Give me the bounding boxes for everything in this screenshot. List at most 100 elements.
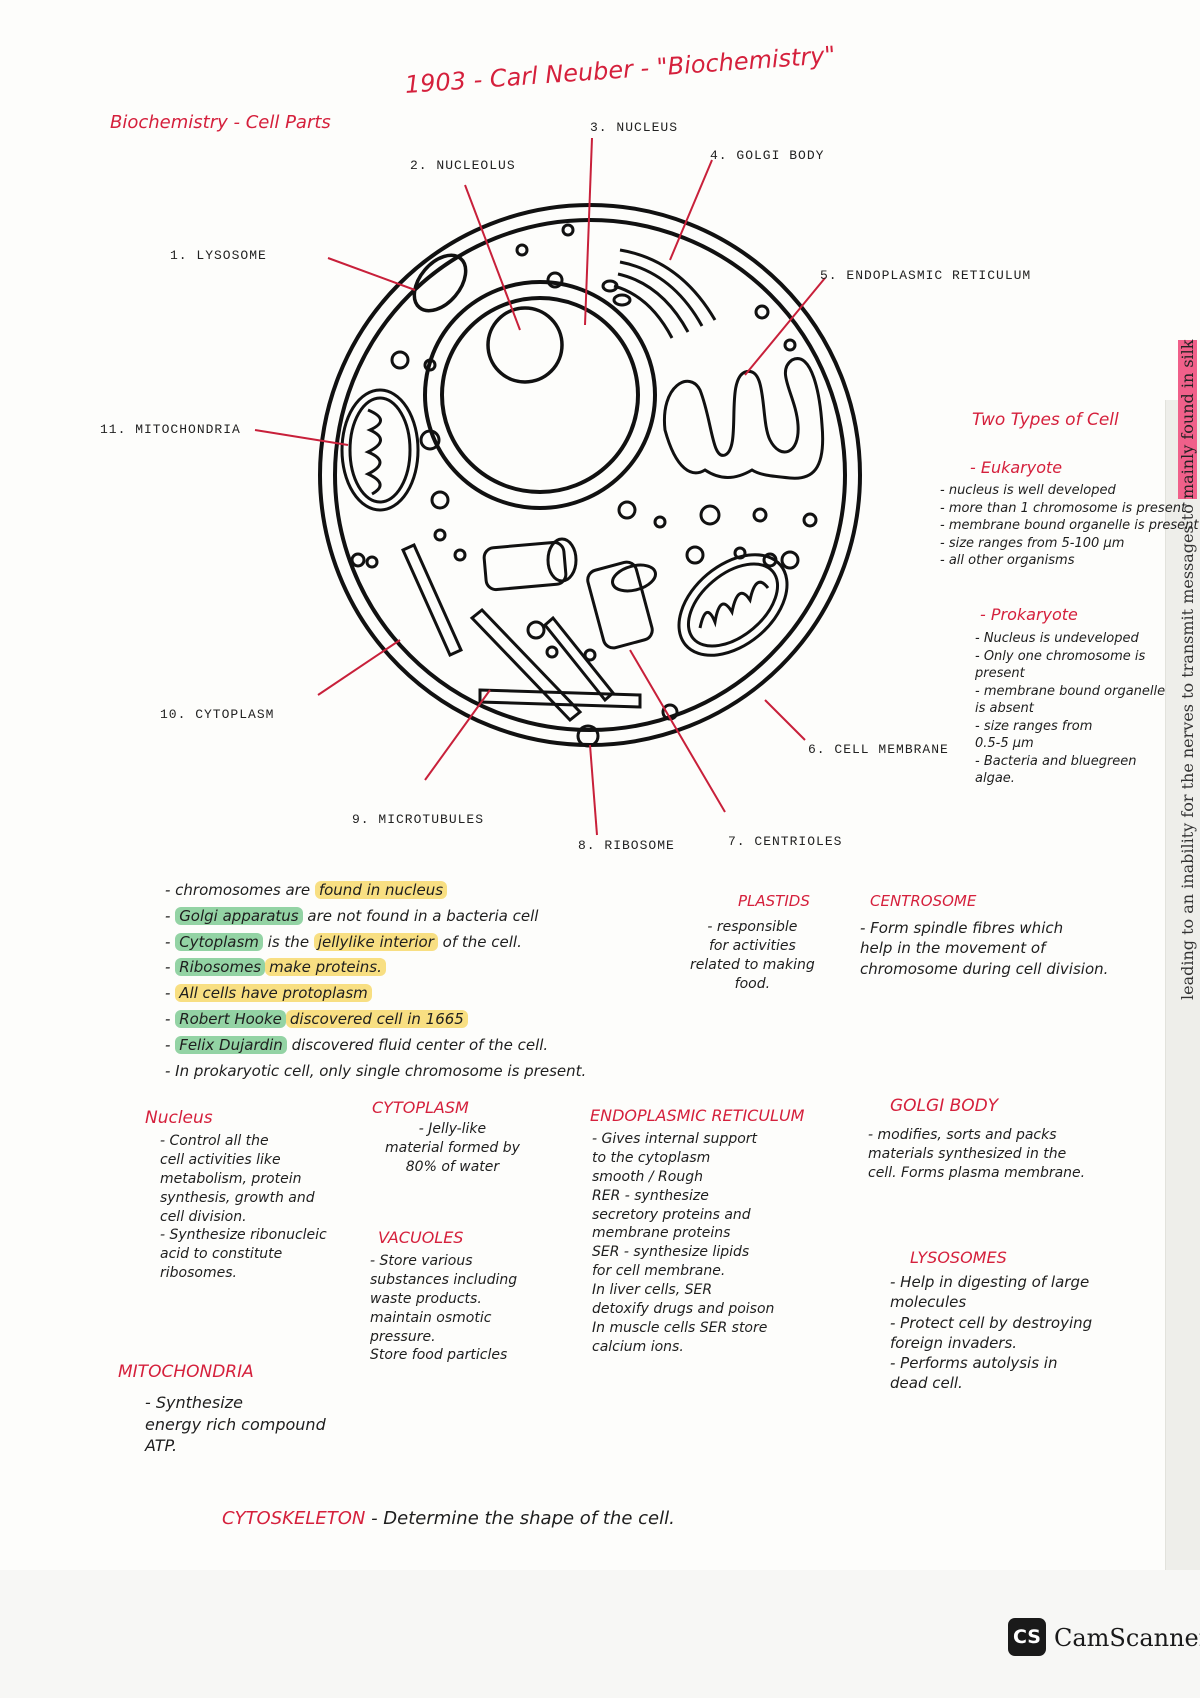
fact-item: - Golgi apparatus are not found in a bac… — [165, 904, 586, 930]
note-line: - Only one chromosome is — [975, 648, 1146, 664]
note-line: membrane proteins — [592, 1225, 731, 1242]
note-line: - Store various — [370, 1253, 473, 1269]
vacuoles-heading: VACUOLES — [378, 1228, 464, 1247]
facts-list: - chromosomes are found in nucleus - Golg… — [165, 878, 586, 1084]
fact-pre: - chromosomes — [165, 881, 281, 899]
plastids-text: - responsible for activities related to ma… — [690, 918, 815, 994]
note-line: - Gives internal support — [592, 1131, 758, 1147]
note-line: dead cell. — [890, 1374, 963, 1393]
fact-g: Cytoplasm — [175, 932, 263, 951]
note-line: secretory proteins and — [592, 1206, 751, 1223]
note-line: 80% of water — [405, 1158, 500, 1175]
fact-pre: - — [165, 984, 176, 1003]
note-line: for activities — [708, 937, 796, 954]
label-nucleus: 3. NUCLEUS — [590, 120, 679, 135]
note-line: help in the movement of — [860, 939, 1046, 958]
note-line: RER - synthesize — [592, 1187, 709, 1204]
fact-hl: found in nucleus — [314, 881, 448, 899]
label-endoplasmic-reticulum: 5. ENDOPLASMIC RETICULUM — [820, 268, 1032, 283]
mitochondria-heading: MITOCHONDRIA — [118, 1362, 254, 1382]
note-line: - Bacteria and bluegreen — [975, 753, 1137, 769]
fact-mid: are — [280, 881, 315, 899]
note-line: In liver cells, SER — [592, 1282, 713, 1299]
note-line: chromosome during cell division. — [860, 959, 1109, 978]
note-line: pressure. — [370, 1328, 436, 1345]
fact-pre: - — [165, 1009, 176, 1028]
label-golgi-body: 4. GOLGI BODY — [710, 148, 825, 163]
label-lysosome: 1. LYSOSOME — [170, 248, 267, 263]
note-line: substances including — [370, 1271, 518, 1288]
cytoskeleton-line: CYTOSKELETON - Determine the shape of th… — [222, 1508, 675, 1531]
label-cell-membrane: 6. CELL MEMBRANE — [808, 742, 949, 757]
note-line: - nucleus is well developed — [940, 483, 1116, 498]
centrioles — [482, 537, 657, 650]
note-line: molecules — [890, 1293, 967, 1312]
fact-hl: jellylike interior — [313, 932, 438, 951]
note-line: is absent — [975, 701, 1034, 717]
fact-g: Felix Dujardin — [175, 1035, 287, 1054]
scan-margin — [0, 1570, 1200, 1698]
fact-hl: discovered cell in 1665 — [285, 1009, 468, 1028]
note-line: food. — [734, 975, 771, 992]
fact-item: - Cytoplasm is the jellylike interior of… — [165, 930, 586, 956]
note-line: foreign invaders. — [890, 1333, 1018, 1352]
note-line: - size ranges from — [975, 718, 1093, 734]
fact-post: are not found in a bacteria cell — [302, 906, 539, 925]
note-line: - size ranges from 5-100 μm — [940, 535, 1125, 551]
note-line: calcium ions. — [592, 1338, 684, 1355]
note-line: - responsible — [707, 919, 798, 935]
fact-pre: - — [165, 958, 176, 977]
note-line: SER - synthesize lipids — [592, 1244, 750, 1261]
note-line: ATP. — [145, 1436, 178, 1456]
note-line: 0.5-5 μm — [975, 736, 1034, 752]
note-line: - Nucleus is undeveloped — [975, 631, 1139, 646]
fact-mid: is the — [262, 932, 314, 951]
centrosome-heading: CENTROSOME — [870, 892, 977, 910]
eukaryote-heading: - Eukaryote — [970, 458, 1063, 477]
note-line: waste products. — [370, 1290, 482, 1307]
note-line: cell. Forms plasma membrane. — [868, 1164, 1086, 1181]
er-heading: ENDOPLASMIC RETICULUM — [590, 1106, 805, 1125]
animal-cell-diagram — [254, 137, 862, 836]
note-line: cell activities like — [160, 1151, 281, 1168]
note-line: - Jelly-like — [418, 1121, 487, 1137]
note-line: maintain osmotic — [370, 1309, 492, 1326]
label-microtubules: 9. MICROTUBULES — [352, 812, 485, 827]
fact-post: of the cell. — [437, 932, 522, 951]
fact-pre: - — [165, 1035, 176, 1054]
plastids-heading: PLASTIDS — [738, 892, 810, 910]
note-line: - more than 1 chromosome is present — [940, 500, 1187, 516]
prokaryote-list: - Nucleus is undeveloped - Only one chrom… — [975, 630, 1165, 788]
note-line: related to making — [690, 956, 815, 973]
vacuoles-text: - Store various substances including waste… — [370, 1252, 517, 1365]
note-line: synthesis, growth and — [160, 1189, 315, 1206]
note-line: energy rich compound — [145, 1414, 326, 1434]
cytoskeleton-heading: CYTOSKELETON — [222, 1508, 366, 1529]
note-line: cell division. — [160, 1208, 247, 1225]
note-line: In muscle cells SER store — [592, 1319, 768, 1336]
golgi-heading: GOLGI BODY — [890, 1096, 999, 1116]
note-line: present — [975, 666, 1025, 682]
cytoplasm-heading: CYTOPLASM — [372, 1098, 469, 1117]
label-mitochondria: 11. MITOCHONDRIA — [100, 422, 241, 437]
note-line: materials synthesized in the — [868, 1145, 1067, 1162]
camscanner-brand: CamScanner — [1054, 1624, 1200, 1652]
leader-lines — [254, 137, 826, 836]
note-line: smooth / Rough — [592, 1168, 703, 1185]
fact-pre: - — [165, 932, 176, 951]
note-line: - Help in digesting of large — [890, 1273, 1090, 1291]
fact-post: discovered fluid center of the cell. — [286, 1035, 549, 1054]
fact-g: Ribosomes — [175, 958, 266, 977]
note-line: - Control all the — [160, 1133, 269, 1149]
fact-g: Robert Hooke — [175, 1009, 286, 1028]
nucleolus — [486, 306, 564, 384]
